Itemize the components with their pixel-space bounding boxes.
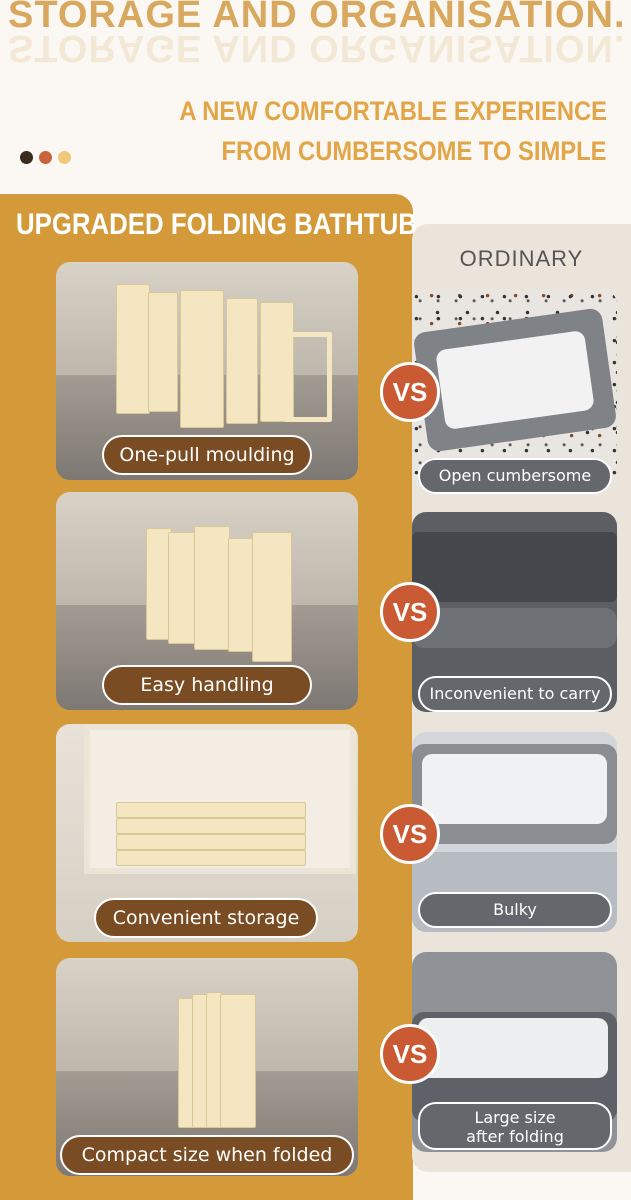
upgraded-label-2: Easy handling bbox=[102, 665, 312, 705]
upgraded-title: UPGRADED FOLDING BATHTUB bbox=[16, 208, 417, 241]
ordinary-photo-4 bbox=[412, 952, 617, 1152]
vs-badge-1: VS bbox=[380, 362, 440, 422]
ordinary-photo-3 bbox=[412, 732, 617, 932]
ordinary-label-1: Open cumbersome bbox=[418, 458, 612, 494]
ordinary-label-4: Large size after folding bbox=[418, 1102, 612, 1150]
dot-sand bbox=[58, 151, 71, 164]
fold-panel bbox=[148, 292, 178, 412]
dot-terracotta bbox=[39, 151, 52, 164]
folded-stack bbox=[116, 850, 306, 866]
folded-stack bbox=[116, 818, 306, 834]
folded-stack bbox=[116, 802, 306, 818]
ordinary-label-2: Inconvenient to carry bbox=[418, 676, 612, 712]
fold-panel bbox=[194, 526, 230, 650]
ordinary-tub-mid bbox=[412, 608, 617, 648]
heading-area: STORAGE AND ORGANISATION. STORAGE AND OR… bbox=[0, 0, 631, 70]
tagline-line-2: FROM CUMBERSOME TO SIMPLE bbox=[221, 136, 607, 166]
ordinary-label-4-line-2: after folding bbox=[466, 1127, 564, 1146]
color-dots bbox=[20, 151, 71, 164]
tagline-line-1: A NEW COMFORTABLE EXPERIENCE bbox=[179, 96, 607, 126]
fold-panel bbox=[228, 538, 254, 652]
page-title-reflection: STORAGE AND ORGANISATION. bbox=[8, 27, 626, 69]
fold-handle bbox=[284, 332, 332, 422]
vs-badge-3: VS bbox=[380, 804, 440, 864]
ordinary-label-4-line-1: Large size bbox=[474, 1108, 556, 1127]
page-title: STORAGE AND ORGANISATION. bbox=[8, 0, 626, 36]
vs-badge-4: VS bbox=[380, 1024, 440, 1084]
fold-panel bbox=[252, 532, 292, 662]
dot-dark bbox=[20, 151, 33, 164]
upgraded-label-3: Convenient storage bbox=[94, 898, 318, 938]
fold-panel bbox=[226, 298, 258, 424]
ordinary-photo-1 bbox=[412, 290, 617, 490]
ordinary-tub-top bbox=[412, 532, 617, 602]
upgraded-label-4: Compact size when folded bbox=[60, 1135, 354, 1175]
ordinary-tub-inner bbox=[422, 754, 607, 824]
fold-panel bbox=[220, 994, 256, 1128]
vs-badge-2: VS bbox=[380, 582, 440, 642]
ordinary-tub-inner bbox=[418, 1018, 608, 1078]
ordinary-label-3: Bulky bbox=[418, 892, 612, 928]
fold-panel bbox=[180, 290, 224, 428]
fold-panel bbox=[168, 532, 196, 644]
upgraded-label-1: One-pull moulding bbox=[102, 435, 312, 475]
folded-stack bbox=[116, 834, 306, 850]
ordinary-title: ORDINARY bbox=[459, 246, 584, 271]
fold-panel bbox=[116, 284, 150, 414]
